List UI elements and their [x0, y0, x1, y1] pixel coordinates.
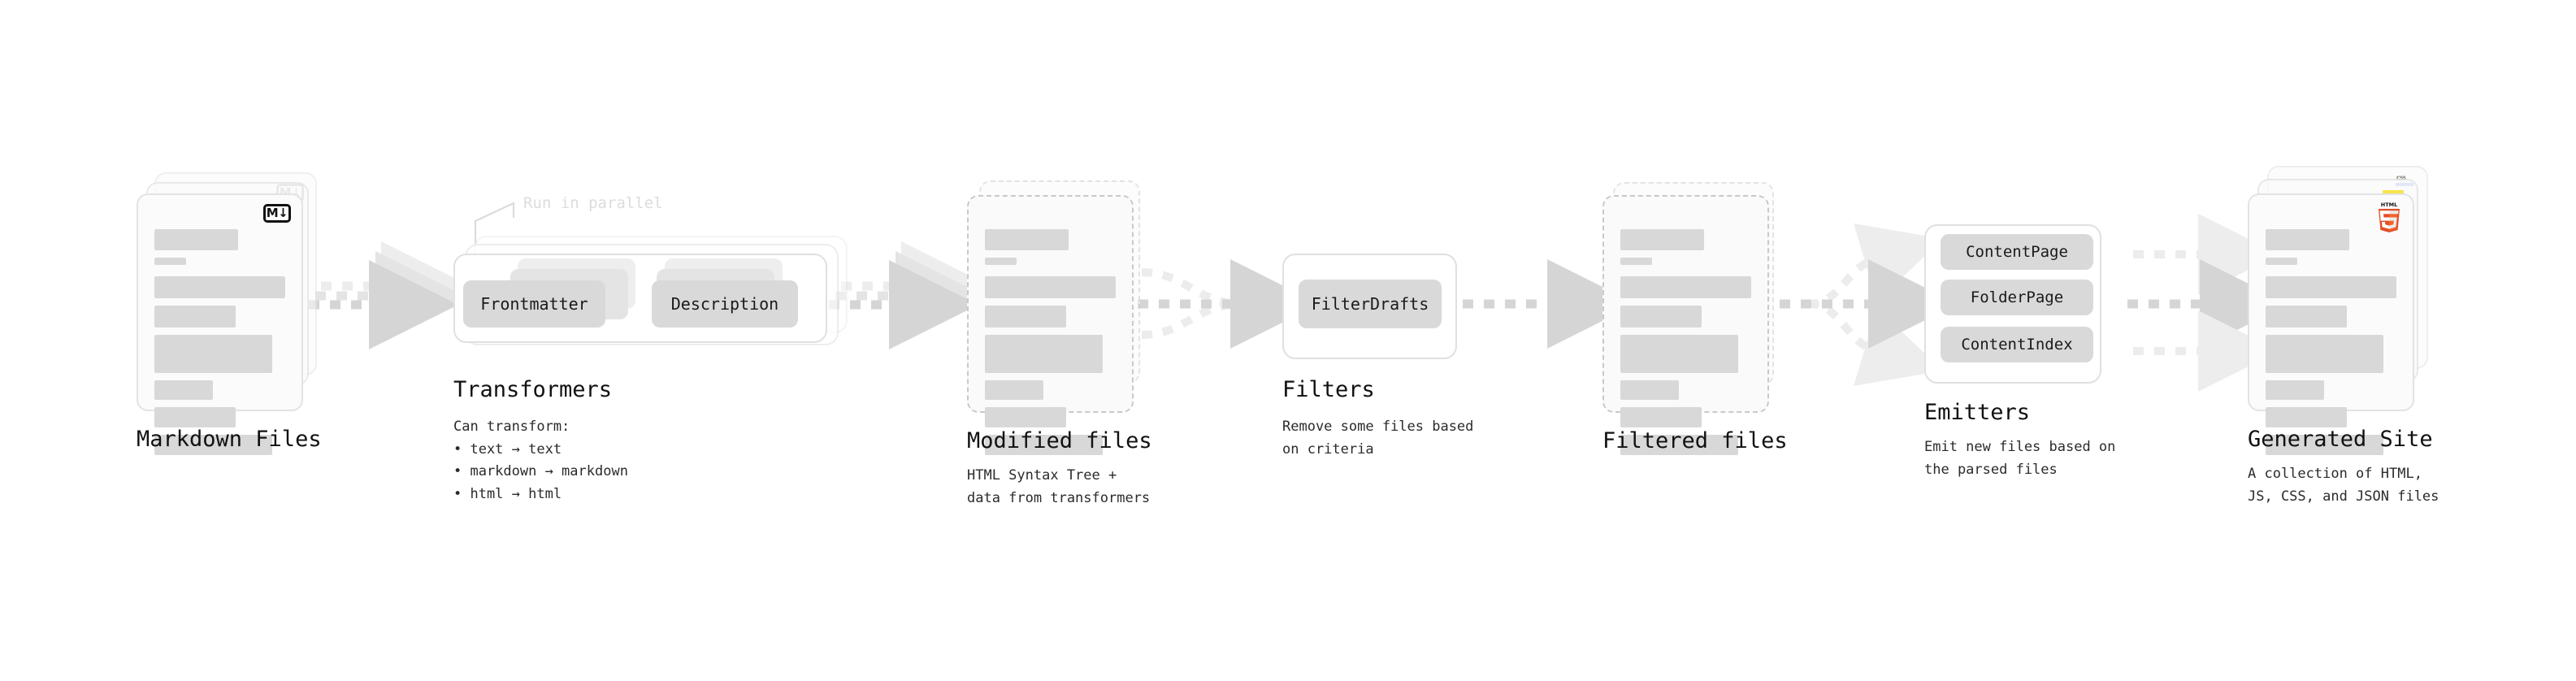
content-bar — [985, 276, 1116, 298]
stage-subtitle-generated-site: A collection of HTML, JS, CSS, and JSON … — [2248, 466, 2439, 505]
content-bar — [1620, 306, 1702, 327]
content-bar — [154, 229, 239, 250]
stage-subtitle-filters: Remove some files based on criteria — [1282, 419, 1474, 458]
site-file-card-html[interactable]: HTML — [2248, 193, 2414, 455]
content-bar — [1620, 335, 1738, 373]
stage-title-filters: Filters — [1282, 377, 1375, 402]
css-badge-label: CSS — [2396, 176, 2406, 181]
content-bar — [2266, 380, 2325, 400]
content-bar — [985, 380, 1044, 400]
content-bar — [2266, 306, 2347, 327]
content-bar — [1620, 407, 1702, 427]
content-bar — [985, 306, 1066, 327]
transformer-pill-description[interactable]: Description — [652, 280, 798, 327]
content-bar — [154, 335, 272, 373]
stage-subtitle-emitters: Emit new files based on the parsed files — [1924, 439, 2116, 478]
site-file-bars — [2266, 229, 2396, 462]
content-bar — [154, 276, 285, 298]
content-bar — [154, 435, 272, 455]
content-bar — [1620, 435, 1738, 455]
content-bar — [1620, 380, 1680, 400]
arrow-filtered-to-emitters — [1780, 223, 1958, 386]
emitter-pill-contentpage[interactable]: ContentPage — [1941, 234, 2093, 270]
stage-title-transformers: Transformers — [453, 377, 613, 402]
content-bar — [2266, 276, 2396, 298]
content-bar — [1620, 229, 1705, 250]
content-bar — [2266, 335, 2383, 373]
stage-subtitle-transformers: Can transform: • text → text • markdown … — [453, 419, 628, 502]
content-bar — [1620, 258, 1652, 265]
content-bar — [154, 380, 214, 400]
content-bar — [154, 306, 236, 327]
stage-subtitle-modified-files: HTML Syntax Tree + data from transformer… — [967, 467, 1151, 506]
stage-title-generated-site: Generated Site — [2248, 427, 2433, 452]
transformer-pill-frontmatter[interactable]: Frontmatter — [463, 280, 605, 327]
arrow-emitters-to-site — [2127, 214, 2289, 392]
content-bar — [985, 258, 1017, 265]
content-bar — [1620, 276, 1751, 298]
content-bar — [985, 435, 1103, 455]
stage-title-emitters: Emitters — [1924, 400, 2031, 425]
modified-file-bars — [985, 229, 1116, 462]
filtered-file-bars — [1620, 229, 1751, 462]
stage-title-modified-files: Modified files — [967, 428, 1152, 453]
arrow-modified-to-filters — [1138, 259, 1320, 349]
emitter-pill-contentindex[interactable]: ContentIndex — [1941, 327, 2093, 362]
content-bar — [2266, 407, 2347, 427]
content-bar — [985, 407, 1066, 427]
filter-pill-filterdrafts[interactable]: FilterDrafts — [1299, 280, 1442, 328]
markdown-file-card-front[interactable]: M↓ — [137, 193, 303, 455]
filtered-file-card-front[interactable] — [1602, 195, 1769, 455]
content-bar — [2266, 258, 2297, 265]
content-bar — [154, 407, 236, 427]
content-bar — [985, 229, 1069, 250]
emitter-pill-folderpage[interactable]: FolderPage — [1941, 280, 2093, 315]
content-bar — [2266, 229, 2350, 250]
arrow-markdown-to-transformers — [309, 241, 471, 349]
content-bar — [154, 258, 186, 265]
markdown-badge: M↓ — [263, 204, 291, 223]
html5-badge: HTML — [2375, 200, 2403, 232]
markdown-file-bars — [154, 229, 285, 462]
content-bar — [985, 335, 1103, 373]
content-bar — [2266, 435, 2383, 455]
html5-wordmark: HTML — [2381, 202, 2397, 208]
stage-title-filtered-files: Filtered files — [1602, 428, 1788, 453]
stage-title-markdown-files: Markdown Files — [137, 427, 322, 452]
run-in-parallel-label: Run in parallel — [523, 194, 663, 212]
modified-file-card-front[interactable] — [967, 195, 1134, 455]
html5-icon: HTML — [2379, 202, 2400, 232]
